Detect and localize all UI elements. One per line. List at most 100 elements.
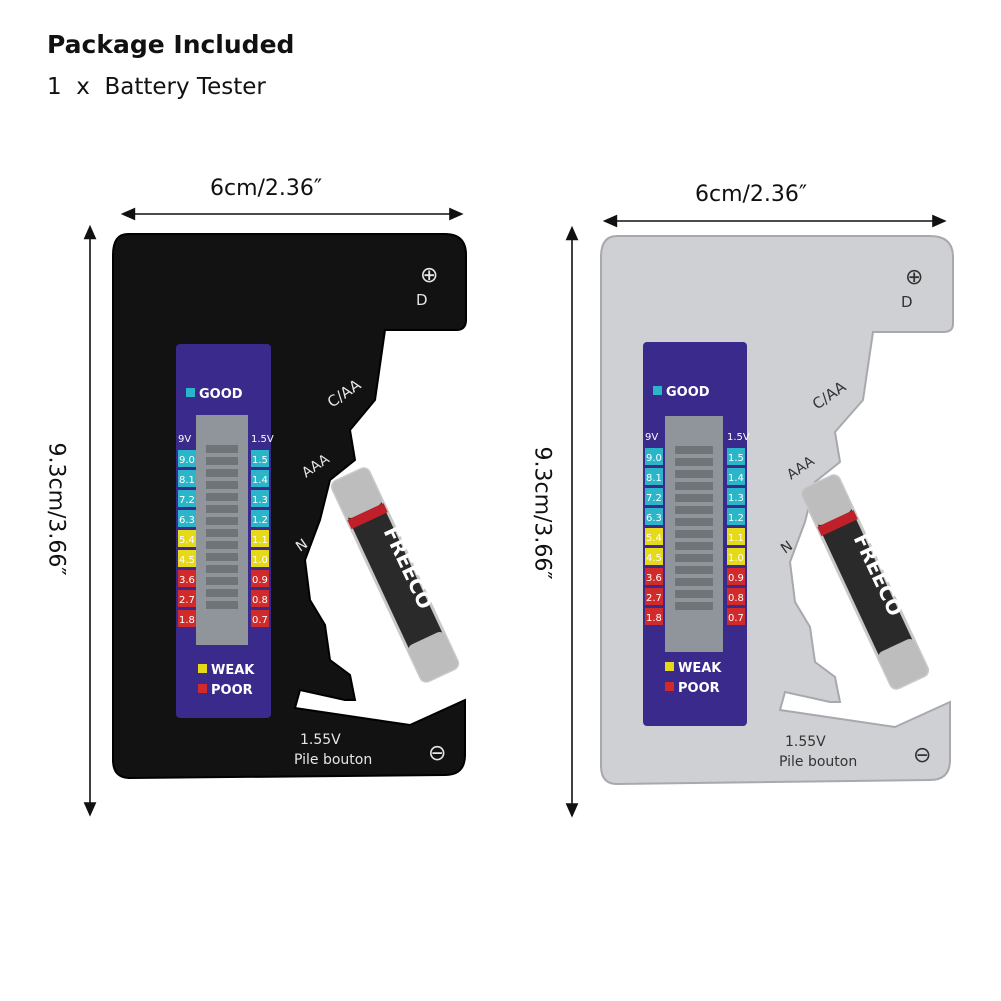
scale-right-value: 0.8 bbox=[728, 593, 744, 604]
lcd-bar-segment bbox=[675, 458, 713, 466]
scale-right-value: 1.3 bbox=[728, 493, 744, 504]
scale-right-cell bbox=[727, 608, 745, 625]
scale-right-cell bbox=[727, 508, 745, 525]
scale-right-value: 1.1 bbox=[728, 533, 744, 544]
scale-left-cell bbox=[645, 448, 663, 465]
lcd-bar-segment bbox=[206, 577, 238, 585]
label-volt: 1.55V bbox=[300, 732, 341, 748]
poor-swatch bbox=[198, 684, 207, 693]
label-pile-bouton: Pile bouton bbox=[294, 752, 372, 768]
width-label-silver: 6cm/2.36″ bbox=[695, 182, 808, 207]
scale-left-value: 4.5 bbox=[179, 555, 195, 566]
scale-left-cell bbox=[178, 550, 196, 567]
scale-left-cell bbox=[178, 490, 196, 507]
lcd-bar-segment bbox=[675, 578, 713, 586]
lcd-bar-segment bbox=[206, 481, 238, 489]
scale-left-cell bbox=[645, 588, 663, 605]
scale-left-cell bbox=[645, 548, 663, 565]
lcd-bar-segment bbox=[206, 529, 238, 537]
scale-left-cell bbox=[645, 528, 663, 545]
scale-left-cell bbox=[178, 510, 196, 527]
good-label: GOOD bbox=[199, 387, 243, 402]
scale-left-value: 9.0 bbox=[646, 453, 662, 464]
scale-left-value: 4.5 bbox=[646, 553, 662, 564]
lcd-bar-segment bbox=[675, 470, 713, 478]
lcd-bar-segment bbox=[675, 518, 713, 526]
scale-right-value: 1.0 bbox=[252, 555, 268, 566]
poor-swatch bbox=[665, 682, 674, 691]
scale-right-value: 0.7 bbox=[252, 615, 268, 626]
scale-right-value: 1.1 bbox=[252, 535, 268, 546]
lcd-bar-segment bbox=[206, 601, 238, 609]
weak-swatch bbox=[198, 664, 207, 673]
scale-left-value: 1.8 bbox=[179, 615, 195, 626]
lcd-bar-segment bbox=[206, 457, 238, 465]
lcd-bar-segment bbox=[675, 566, 713, 574]
tester-body bbox=[112, 233, 467, 780]
lcd-bar-segment bbox=[206, 445, 238, 453]
lcd-bar-segment bbox=[675, 494, 713, 502]
lcd-bar-segment bbox=[206, 493, 238, 501]
scale-left-cell bbox=[178, 530, 196, 547]
scale-left-value: 7.2 bbox=[646, 493, 662, 504]
lcd-segments bbox=[206, 445, 238, 609]
lcd-bar-segment bbox=[675, 542, 713, 550]
scale-right-cell bbox=[251, 590, 269, 607]
scale-left-cell bbox=[645, 608, 663, 625]
minus-terminal-icon: ⊖ bbox=[428, 741, 446, 766]
scale-left-value: 2.7 bbox=[179, 595, 195, 606]
label-d: D bbox=[901, 293, 913, 311]
scale-left-head: 9V bbox=[178, 434, 191, 445]
scale-right-value: 0.9 bbox=[252, 575, 268, 586]
lcd-bar-segment bbox=[206, 469, 238, 477]
scale-right-cell bbox=[251, 470, 269, 487]
good-label: GOOD bbox=[666, 385, 710, 400]
lcd-bar-segment bbox=[206, 553, 238, 561]
scale-right-cell bbox=[727, 468, 745, 485]
scale-left-value: 5.4 bbox=[646, 533, 662, 544]
scale-right-cell bbox=[727, 568, 745, 585]
scale-right-value: 0.9 bbox=[728, 573, 744, 584]
minus-terminal-icon: ⊖ bbox=[913, 743, 931, 768]
scale-left-cell bbox=[178, 610, 196, 627]
lcd-bar-segment bbox=[675, 482, 713, 490]
scale-right-head: 1.5V bbox=[251, 434, 274, 445]
width-label-black: 6cm/2.36″ bbox=[210, 176, 323, 201]
scale-right-cell bbox=[727, 488, 745, 505]
scale-left-value: 5.4 bbox=[179, 535, 195, 546]
scale-left-value: 2.7 bbox=[646, 593, 662, 604]
scale-left-cell bbox=[178, 570, 196, 587]
scale-right-value: 1.3 bbox=[252, 495, 268, 506]
package-item: 1 x Battery Tester bbox=[47, 74, 266, 100]
lcd-bar-segment bbox=[675, 446, 713, 454]
scale-right-cell bbox=[251, 510, 269, 527]
lcd-bar-segment bbox=[675, 554, 713, 562]
scale-right-value: 1.5 bbox=[252, 455, 268, 466]
scale-right-value: 1.5 bbox=[728, 453, 744, 464]
lcd-bar-segment bbox=[206, 517, 238, 525]
label-volt: 1.55V bbox=[785, 734, 826, 750]
scale-right-cell bbox=[251, 490, 269, 507]
scale-left-head: 9V bbox=[645, 432, 658, 443]
scale-left-value: 6.3 bbox=[179, 515, 195, 526]
scale-left-cell bbox=[645, 568, 663, 585]
weak-swatch bbox=[665, 662, 674, 671]
scale-left-value: 9.0 bbox=[179, 455, 195, 466]
lcd-bar-segment bbox=[206, 589, 238, 597]
good-swatch bbox=[186, 388, 195, 397]
lcd-bar-segment bbox=[675, 530, 713, 538]
scale-left-value: 6.3 bbox=[646, 513, 662, 524]
lcd-bar-segment bbox=[206, 505, 238, 513]
scale-left-cell bbox=[645, 508, 663, 525]
scale-right-value: 1.2 bbox=[252, 515, 268, 526]
poor-label: POOR bbox=[678, 681, 720, 696]
label-pile-bouton: Pile bouton bbox=[779, 754, 857, 770]
scale-left-cell bbox=[178, 470, 196, 487]
plus-terminal-icon: ⊕ bbox=[905, 265, 923, 290]
scale-right-cell bbox=[727, 548, 745, 565]
scale-left-cell bbox=[178, 590, 196, 607]
lcd-bar-segment bbox=[675, 602, 713, 610]
